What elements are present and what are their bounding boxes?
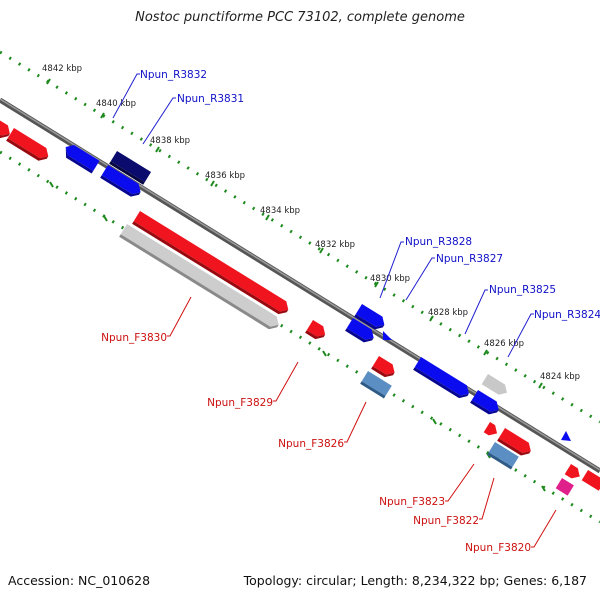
forward-callouts <box>167 296 557 548</box>
label-npun-f3822[interactable]: Npun_F3822 <box>413 515 479 527</box>
reverse-callouts <box>112 73 534 358</box>
scale-label-4824: 4824 kbp <box>540 372 580 382</box>
gene-npun-r3831[interactable] <box>109 151 152 185</box>
reverse-strand-genes <box>61 142 571 441</box>
inner-scale-track <box>0 150 600 524</box>
gene-npun-r3831b[interactable] <box>100 165 144 200</box>
label-npun-f3826[interactable]: Npun_F3826 <box>278 438 344 450</box>
scale-label-4838: 4838 kbp <box>150 136 190 146</box>
outer-major-ticks <box>46 78 543 389</box>
gene-npun-r3827[interactable] <box>345 318 377 345</box>
gene-npun-f3820-misc[interactable] <box>555 478 574 496</box>
genome-backbone <box>0 97 600 474</box>
scale-label-4828: 4828 kbp <box>428 308 468 318</box>
scale-label-4826: 4826 kbp <box>484 339 524 349</box>
scale-label-4832: 4832 kbp <box>315 240 355 250</box>
gene-npun-f3826[interactable] <box>371 356 398 380</box>
gene-npun-r3832[interactable] <box>61 142 100 174</box>
label-npun-r3827[interactable]: Npun_R3827 <box>436 253 503 265</box>
scale-label-4834: 4834 kbp <box>260 206 300 216</box>
label-npun-f3830[interactable]: Npun_F3830 <box>101 332 167 344</box>
gene-npun-f3830[interactable] <box>132 211 291 317</box>
label-npun-r3832[interactable]: Npun_R3832 <box>140 69 207 81</box>
scale-label-4840: 4840 kbp <box>96 99 136 109</box>
label-npun-r3828[interactable]: Npun_R3828 <box>405 236 472 248</box>
gene-npun-r3828[interactable] <box>354 304 387 333</box>
genome-backbone-highlight <box>0 98 600 471</box>
outer-scale-track <box>0 50 600 424</box>
map-title: Nostoc punctiforme PCC 73102, complete g… <box>135 10 465 25</box>
scale-label-4836: 4836 kbp <box>205 171 245 181</box>
label-npun-f3823[interactable]: Npun_F3823 <box>379 496 445 508</box>
gene-npun-f3829[interactable] <box>305 320 328 342</box>
forward-strand-genes <box>0 118 600 496</box>
gene-small-reverse-marker[interactable] <box>383 331 392 340</box>
gene-npun-r3824-pseudo[interactable] <box>479 368 513 404</box>
gene-npun-r3824[interactable] <box>470 390 502 417</box>
accession-label: Accession: NC_010628 <box>8 573 151 588</box>
gene-npun-f3821[interactable] <box>564 464 583 482</box>
gene-npun-f3823[interactable] <box>497 428 534 459</box>
genome-summary: Topology: circular; Length: 8,234,322 bp… <box>243 573 587 588</box>
scale-label-4842: 4842 kbp <box>42 64 82 74</box>
scale-label-4830: 4830 kbp <box>370 274 410 284</box>
gene-npun-f3822-rna[interactable] <box>487 442 519 470</box>
gene-left-edge-1[interactable] <box>0 118 13 141</box>
gene-npun-r3825[interactable] <box>413 357 472 401</box>
label-npun-f3829[interactable]: Npun_F3829 <box>207 397 273 409</box>
gene-npun-f3830-pseudo[interactable] <box>119 224 282 332</box>
label-npun-r3825[interactable]: Npun_R3825 <box>489 284 556 296</box>
gene-left-edge-2[interactable] <box>6 128 51 164</box>
label-npun-r3831[interactable]: Npun_R3831 <box>177 93 244 105</box>
gene-right-edge[interactable] <box>581 470 600 491</box>
label-npun-r3824[interactable]: Npun_R3824 <box>534 309 600 321</box>
label-npun-f3820[interactable]: Npun_F3820 <box>465 542 531 554</box>
gene-small-reverse-marker-2[interactable] <box>561 431 571 441</box>
gene-npun-f3826-rna[interactable] <box>360 371 392 399</box>
gene-npun-f3823-small[interactable] <box>483 422 501 439</box>
